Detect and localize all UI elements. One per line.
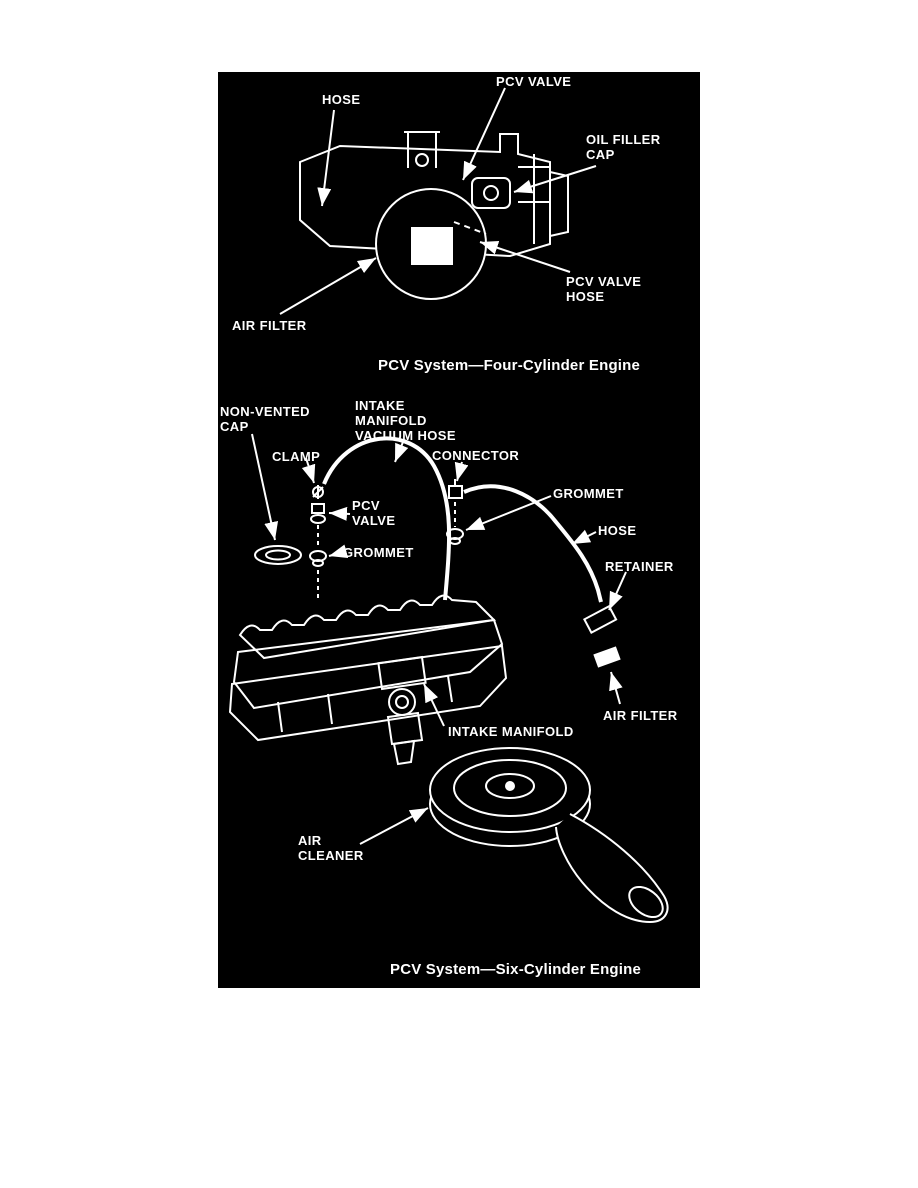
- caption-four-cylinder: PCV System—Four-Cylinder Engine: [378, 357, 641, 374]
- arrow-vacuum-hose: [394, 441, 409, 463]
- arrow-intake-manifold: [423, 683, 445, 727]
- arrow-pcv-valve: [462, 87, 506, 181]
- label-pcv-valve-four: PCV VALVE: [496, 74, 572, 89]
- label-hose-four: HOSE: [322, 92, 361, 107]
- four-cylinder-engine-art: [299, 131, 569, 300]
- arrow-air-cleaner: [359, 807, 429, 845]
- label-oil-filler-cap: OIL FILLER CAP: [586, 132, 661, 162]
- arrow-retainer: [608, 571, 627, 611]
- label-air-filter-six: AIR FILTER: [603, 708, 678, 723]
- arrow-clamp: [301, 457, 316, 484]
- arrow-air-filter: [609, 671, 623, 705]
- figure-panel: PCV VALVE HOSE OIL FILLER CAP PCV VALVE …: [218, 72, 700, 988]
- arrow-pcv-valve: [328, 506, 351, 521]
- arrow-hose: [317, 109, 335, 207]
- label-intake-manifold: INTAKE MANIFOLD: [448, 724, 574, 739]
- label-air-filter-four: AIR FILTER: [232, 318, 307, 333]
- label-grommet-upper: GROMMET: [553, 486, 624, 501]
- arrow-grommet-lower: [328, 544, 349, 559]
- caption-six-cylinder: PCV System—Six-Cylinder Engine: [390, 961, 642, 978]
- six-cylinder-engine-art: [228, 436, 669, 924]
- diagram-line-art: [228, 87, 669, 924]
- arrow-oil-filler-cap: [513, 165, 597, 194]
- arrow-non-vented-cap: [251, 433, 279, 541]
- label-retainer: RETAINER: [605, 559, 674, 574]
- label-hose-six: HOSE: [598, 523, 637, 538]
- label-pcv-valve-six: PCV VALVE: [352, 498, 396, 528]
- arrow-hose: [571, 529, 597, 545]
- arrow-air-filter: [279, 257, 377, 315]
- label-non-vented-cap: NON-VENTED CAP: [220, 404, 310, 434]
- four-cylinder-callout-arrows: [279, 87, 597, 315]
- arrow-grommet-upper: [465, 495, 552, 531]
- six-cylinder-callout-arrows: [251, 433, 627, 845]
- label-grommet-lower: GROMMET: [343, 545, 414, 560]
- label-connector: CONNECTOR: [432, 448, 520, 463]
- arrow-connector: [454, 461, 469, 482]
- arrow-pcv-valve-hose: [479, 241, 571, 273]
- label-intake-manifold-vacuum-hose: INTAKE MANIFOLD VACUUM HOSE: [355, 398, 456, 443]
- label-pcv-valve-hose: PCV VALVE HOSE: [566, 274, 642, 304]
- label-clamp: CLAMP: [272, 449, 321, 464]
- label-air-cleaner: AIR CLEANER: [298, 833, 364, 863]
